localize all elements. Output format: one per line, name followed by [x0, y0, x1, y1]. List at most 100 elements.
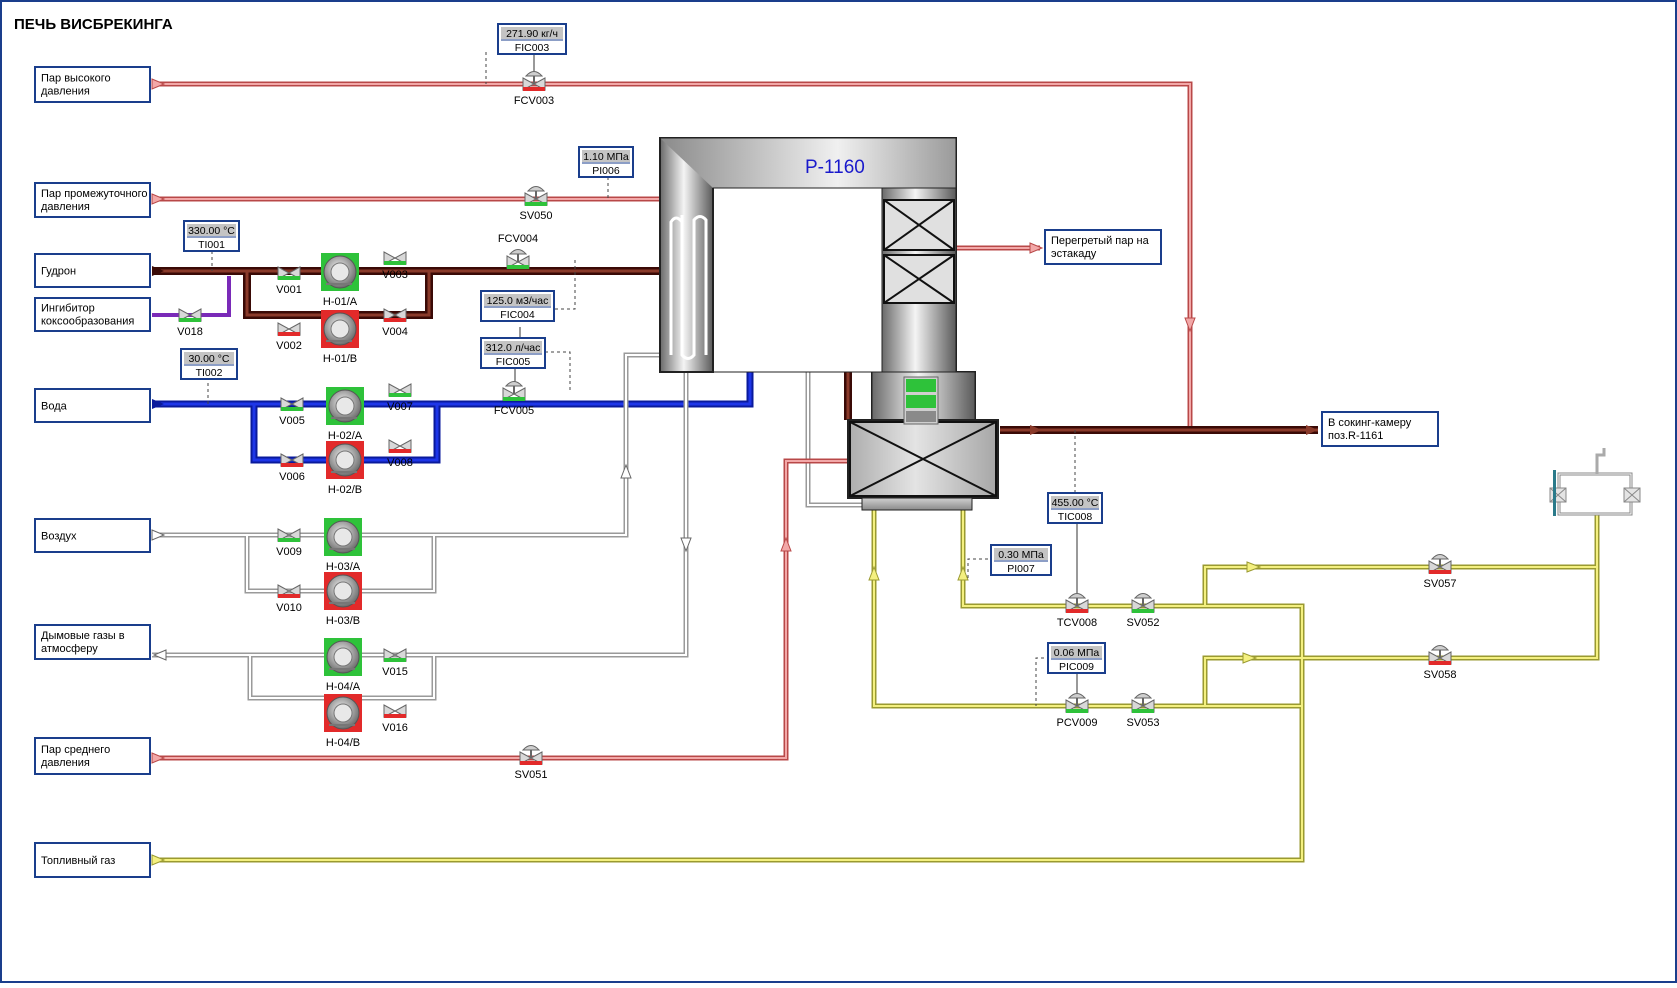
box-label: Топливный газ — [41, 855, 115, 867]
pump-h02a[interactable]: H-02/A — [326, 387, 364, 442]
pump-h04b[interactable]: H-04/B — [324, 694, 362, 749]
instrument-value: 271.90 кг/ч — [506, 28, 558, 40]
valve-label: V018 — [177, 326, 203, 338]
instrument-tic008[interactable]: 455.00 °C TIC008 — [1047, 492, 1103, 524]
valve-label: SV053 — [1126, 717, 1159, 729]
instrument-tag: FIC003 — [515, 42, 550, 54]
instrument-value: 455.00 °C — [1052, 497, 1099, 509]
valve-fcv004[interactable]: FCV004 — [498, 233, 538, 269]
box-air[interactable]: Воздух — [34, 518, 151, 553]
pump-label: H-03/B — [326, 615, 360, 627]
valve-v005[interactable]: V005 — [279, 397, 305, 427]
valve-label: V002 — [276, 340, 302, 352]
pump-label: H-01/B — [323, 353, 357, 365]
instrument-tag: PI007 — [1007, 563, 1035, 575]
valve-label: SV051 — [514, 769, 547, 781]
valve-sv051[interactable]: SV051 — [514, 745, 548, 782]
pump-h03a[interactable]: H-03/A — [324, 518, 362, 573]
convection-section-2 — [883, 254, 955, 304]
valve-label: V003 — [382, 269, 408, 281]
instrument-value: 0.30 МПа — [998, 549, 1044, 561]
pipe-steam-high — [152, 81, 1193, 430]
valve-label: V004 — [382, 326, 408, 338]
valve-label: FCV003 — [514, 95, 554, 107]
convection-section-1 — [883, 199, 955, 251]
valve-sv053[interactable]: SV053 — [1126, 693, 1160, 730]
valve-v001[interactable]: V001 — [276, 266, 302, 296]
valve-fcv003[interactable]: FCV003 — [514, 71, 554, 108]
pump-h01b[interactable]: H-01/B — [321, 310, 359, 365]
valve-label: FCV005 — [494, 405, 534, 417]
valve-sv057[interactable]: SV057 — [1423, 554, 1457, 591]
box-gudron[interactable]: Гудрон — [34, 253, 151, 288]
valve-label: V008 — [387, 457, 413, 469]
furnace-label: Р-1160 — [805, 157, 865, 178]
instrument-value: 125.0 м3/час — [487, 295, 549, 307]
instrument-value: 0.06 МПа — [1054, 647, 1100, 659]
box-water[interactable]: Вода — [34, 388, 151, 423]
valve-v008[interactable]: V008 — [387, 439, 413, 469]
pump-h01a[interactable]: H-01/A — [321, 253, 359, 308]
box-label: Воздух — [41, 531, 77, 543]
instrument-tag: TI002 — [196, 367, 223, 379]
valve-v002[interactable]: V002 — [276, 322, 302, 352]
box-fuel[interactable]: Топливный газ — [34, 842, 151, 878]
pump-label: H-02/A — [328, 430, 363, 442]
valve-label: SV050 — [519, 210, 552, 222]
instrument-value: 330.00 °C — [188, 225, 235, 237]
instrument-value: 312.0 л/час — [486, 342, 541, 354]
instrument-tag: TIC008 — [1058, 511, 1093, 523]
pipe-fuel — [152, 480, 1600, 863]
valve-pcv009[interactable]: PCV009 — [1057, 693, 1098, 730]
valve-v007[interactable]: V007 — [387, 383, 413, 413]
instrument-value: 30.00 °C — [189, 353, 230, 365]
valve-v010[interactable]: V010 — [276, 584, 302, 614]
valve-v018[interactable]: V018 — [177, 308, 203, 338]
valve-label: V016 — [382, 722, 408, 734]
instrument-value: 1.10 МПа — [583, 151, 629, 163]
valve-v009[interactable]: V009 — [276, 528, 302, 558]
level-indicator — [903, 376, 939, 425]
valve-label: V007 — [387, 401, 413, 413]
valve-label: SV058 — [1423, 669, 1456, 681]
pump-h02b[interactable]: H-02/B — [326, 441, 364, 496]
valve-sv050[interactable]: SV050 — [519, 186, 553, 223]
valve-sv058[interactable]: SV058 — [1423, 645, 1457, 682]
pump-h03b[interactable]: H-03/B — [324, 572, 362, 627]
valve-v006[interactable]: V006 — [279, 453, 305, 483]
valve-label: SV057 — [1423, 578, 1456, 590]
valve-label: PCV009 — [1057, 717, 1098, 729]
valve-tcv008[interactable]: TCV008 — [1057, 593, 1097, 630]
instrument-ti002[interactable]: 30.00 °C TI002 — [180, 348, 238, 380]
valve-v003[interactable]: V003 — [382, 251, 408, 281]
valve-sv052[interactable]: SV052 — [1126, 593, 1160, 630]
valve-fcv005[interactable]: FCV005 — [494, 381, 534, 418]
steam-drum — [1549, 448, 1641, 516]
valve-label: V010 — [276, 602, 302, 614]
pipe-inhibitor — [152, 276, 231, 317]
radiant-section — [849, 421, 997, 497]
pump-h04a[interactable]: H-04/A — [324, 638, 362, 693]
valve-v015[interactable]: V015 — [382, 648, 408, 678]
valve-v004[interactable]: V004 — [382, 308, 408, 338]
valve-v016[interactable]: V016 — [382, 704, 408, 734]
pump-label: H-01/A — [323, 296, 358, 308]
